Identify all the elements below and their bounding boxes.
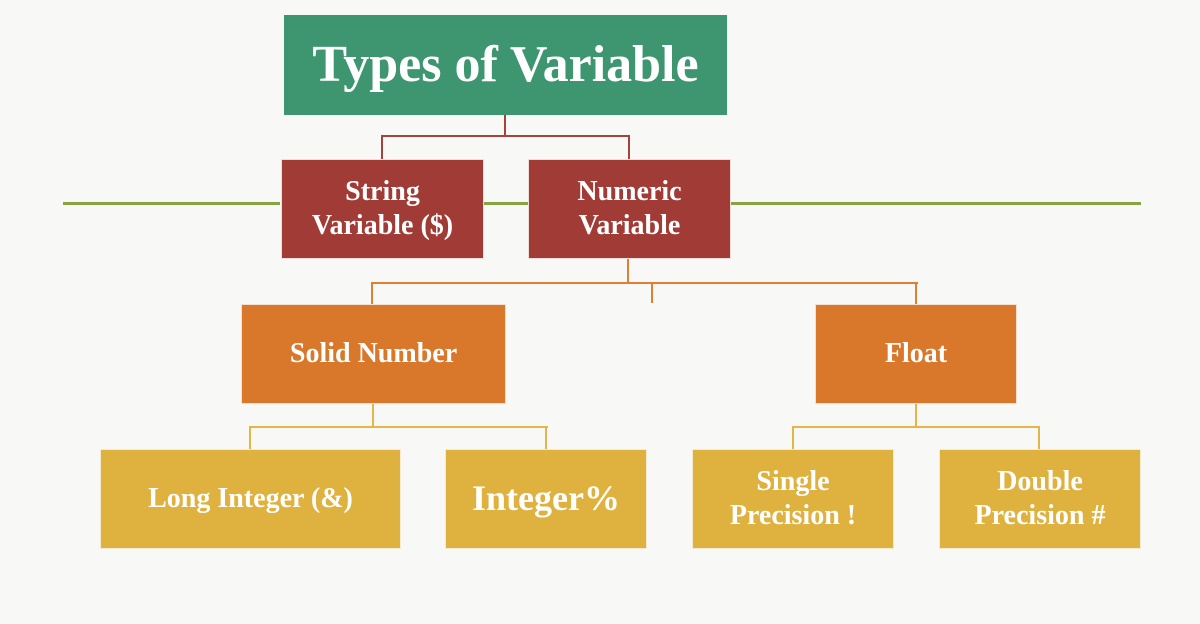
baseline-right [731,202,1141,205]
node-label: Solid Number [289,338,458,370]
connector-title-left-drop [381,135,383,159]
connector-solid-stem [372,404,374,428]
node-solid-number: Solid Number [241,304,506,404]
node-float: Float [815,304,1017,404]
title-box: Types of Variable [284,15,727,115]
connector-title-stem [504,115,506,137]
connector-solid-bar [249,426,548,428]
node-single-precision: Single Precision ! [692,449,894,549]
connector-numeric-left-drop [371,282,373,304]
node-numeric-variable: Numeric Variable [528,159,731,259]
baseline-middle [483,202,528,205]
connector-float-left-drop [792,426,794,449]
node-string-variable: String Variable ($) [281,159,484,259]
node-label: Float [884,338,948,370]
node-label: String Variable ($) [311,176,454,241]
connector-float-right-drop [1038,426,1040,449]
connector-float-stem [915,404,917,428]
node-label: Long Integer (&) [148,483,353,515]
connector-numeric-right-drop [915,282,917,304]
baseline-left [63,202,280,205]
node-integer: Integer% [445,449,647,549]
connector-solid-right-drop [545,426,547,449]
node-label: Single Precision ! [729,466,857,531]
connector-numeric-mid-stub [651,282,653,303]
node-double-precision: Double Precision # [939,449,1141,549]
connector-title-right-drop [628,135,630,159]
node-label: Double Precision # [974,466,1106,531]
connector-numeric-bar [371,282,918,284]
connector-title-bar [381,135,630,137]
page-title: Types of Variable [312,35,699,93]
node-label: Numeric Variable [577,176,682,241]
node-long-integer: Long Integer (&) [100,449,401,549]
connector-float-bar [792,426,1040,428]
connector-solid-left-drop [249,426,251,449]
connector-numeric-stem [627,259,629,284]
node-label: Integer% [472,478,620,519]
